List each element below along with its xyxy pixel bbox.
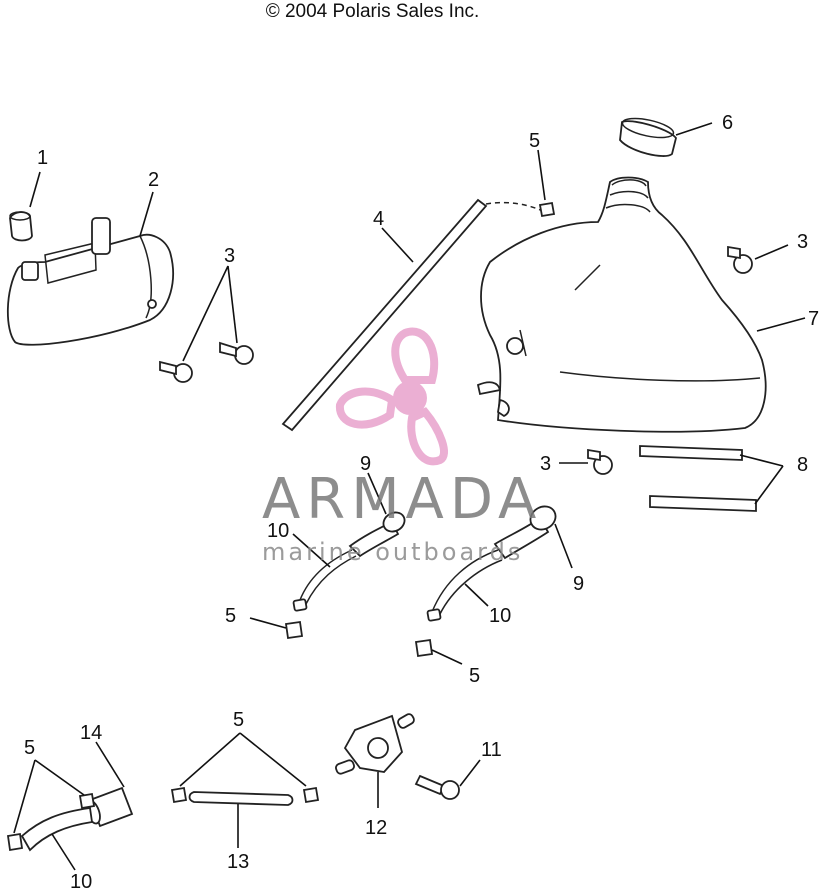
part-13-hose (188, 791, 294, 848)
propeller-blade-right (407, 407, 448, 466)
part-5-clamp-mid-left (249, 617, 304, 640)
callout-5: 5 (225, 605, 236, 627)
part-6-fuel-cap (619, 117, 713, 157)
callout-12: 12 (365, 817, 387, 839)
watermark-tagline: marine outboards (262, 538, 524, 566)
part-7-fuel-tank (476, 176, 806, 433)
part-10-hose-right (426, 516, 550, 622)
callout-3: 3 (540, 453, 551, 475)
part-11-screw (414, 759, 481, 800)
part-9-clamp-right (529, 505, 573, 569)
callout-10: 10 (489, 605, 511, 627)
callout-5: 5 (24, 737, 35, 759)
callout-13: 13 (227, 851, 249, 873)
part-10-hose-left (292, 520, 400, 612)
part-5-clamp-mid-right (414, 638, 463, 665)
propeller-hub (393, 381, 427, 415)
part-5-clamp-top (537, 149, 556, 218)
part-2-oil-reservoir (6, 191, 174, 346)
callout-5: 5 (233, 709, 244, 731)
part-9-clamp-left (367, 472, 406, 533)
propeller-blade-left (336, 387, 397, 429)
callout-9: 9 (360, 453, 371, 475)
part-1-cap (9, 171, 41, 242)
watermark-propeller-logo (336, 327, 448, 466)
watermark-brand: ARMADA (262, 467, 543, 532)
copyright-notice: © 2004 Polaris Sales Inc. (265, 1, 480, 22)
part-3-bolts-right (559, 244, 789, 475)
callout-6: 6 (722, 112, 733, 134)
callout-2: 2 (148, 169, 159, 191)
callout-9: 9 (573, 573, 584, 595)
callout-3: 3 (797, 231, 808, 253)
part-8-pads (639, 445, 784, 512)
callout-5: 5 (529, 130, 540, 152)
part-12-fuel-valve (335, 713, 415, 808)
part-5-clamps-bottom-left (6, 759, 96, 852)
propeller-blade-top (391, 327, 439, 384)
callout-5: 5 (469, 665, 480, 687)
callout-8: 8 (797, 454, 808, 476)
callout-4: 4 (373, 208, 384, 230)
part-10-hose-bottom (20, 806, 94, 871)
part-3-bolts-left (159, 265, 254, 383)
callout-14: 14 (80, 722, 102, 744)
callout-11: 11 (481, 739, 502, 761)
callout-1: 1 (37, 147, 48, 169)
callout-3: 3 (224, 245, 235, 267)
part-14-fuel-filter (85, 741, 134, 828)
callout-10: 10 (70, 871, 92, 891)
callout-7: 7 (808, 308, 819, 330)
callout-10: 10 (267, 520, 289, 542)
part-5-clamps-bottom-mid (170, 732, 320, 804)
